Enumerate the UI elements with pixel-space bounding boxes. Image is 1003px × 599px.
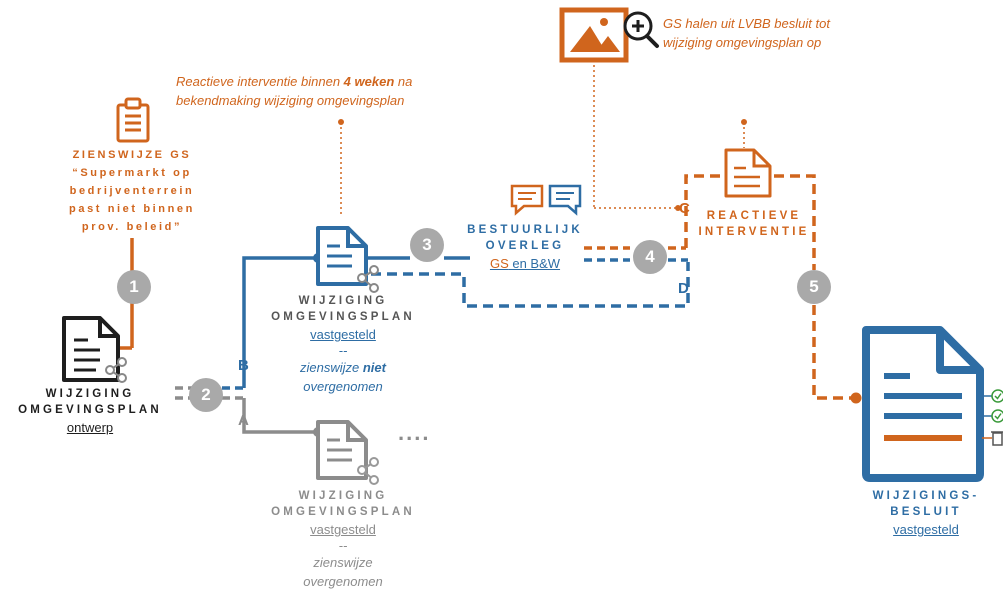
check-circle-icon [982, 389, 1003, 403]
document-share-icon [316, 420, 379, 485]
branch-label-d: D [678, 280, 689, 297]
plan-b-line2: OMGEVINGSPLAN [271, 311, 415, 323]
zienswijze-line4: prov. beleid” [81, 221, 183, 233]
overleg-rest: en B&W [508, 256, 561, 271]
zienswijze-title: ZIENSWIJZE GS [72, 149, 192, 161]
lvbb-note: GS halen uit LVBB besluit tot wijziging … [663, 14, 830, 52]
interventie-line1: REACTIEVE [706, 210, 802, 222]
overleg-parties-link[interactable]: GS en B&W [460, 254, 590, 273]
document-share-icon [62, 316, 127, 383]
document-icon [862, 326, 984, 482]
lvbb-note-line1: GS halen uit LVBB besluit tot [663, 16, 830, 31]
zienswijze-line3: past niet binnen [69, 203, 195, 215]
step-2-badge: 2 [189, 378, 223, 412]
trash-icon [982, 431, 1003, 446]
ontwerp-line1: WIJZIGING [45, 388, 135, 400]
continuation-ellipsis: .... [398, 420, 431, 445]
ontwerp-line2: OMGEVINGSPLAN [18, 404, 162, 416]
overleg-gs: GS [489, 256, 509, 271]
interventie-block: REACTIEVE INTERVENTIE [690, 208, 818, 240]
check-circle-icon [982, 409, 1003, 423]
plan-a-block: WIJZIGING OMGEVINGSPLAN vastgesteld -- z… [253, 488, 433, 591]
step-5-badge: 5 [797, 270, 831, 304]
speech-bubbles-icon [510, 184, 582, 216]
zienswijze-line2: bedrijventerrein [69, 185, 195, 197]
zienswijze-line1: “Supermarkt op [72, 167, 192, 179]
ontwerp-status-link[interactable]: ontwerp [66, 420, 114, 435]
reactive-note-after: na [394, 74, 413, 89]
step-3-badge: 3 [410, 228, 444, 262]
plan-a-note-line1: zienswijze [313, 555, 373, 570]
besluit-status-link[interactable]: vastgesteld [893, 522, 959, 537]
branch-label-a: A [238, 412, 249, 429]
image-zoom-icon [559, 7, 659, 63]
interventie-line2: INTERVENTIE [698, 226, 810, 238]
overleg-block: BESTUURLIJK OVERLEG GS en B&W [460, 222, 590, 273]
plan-a-line1: WIJZIGING [298, 490, 388, 502]
document-share-icon [316, 226, 379, 293]
plan-b-note-line2: overgenomen [303, 379, 383, 394]
lvbb-note-line2: wijziging omgevingsplan op [663, 35, 822, 50]
overleg-line2: OVERLEG [485, 240, 565, 252]
plan-b-line1: WIJZIGING [298, 295, 388, 307]
plan-a-status-link[interactable]: vastgesteld [310, 522, 376, 537]
plan-b-note-pre: zienswijze [300, 360, 363, 375]
reactive-note-line2: bekendmaking wijziging omgevingsplan [176, 93, 405, 108]
reactive-note: Reactieve interventie binnen 4 weken na … [176, 72, 412, 110]
ontwerp-block: WIJZIGING OMGEVINGSPLAN ontwerp [0, 386, 180, 437]
reactive-note-bold: 4 weken [343, 74, 395, 89]
clipboard-icon [116, 97, 150, 143]
step-4-badge: 4 [633, 240, 667, 274]
plan-a-line2: OMGEVINGSPLAN [271, 506, 415, 518]
step-1-badge: 1 [117, 270, 151, 304]
reactive-note-text: Reactieve interventie binnen [176, 74, 344, 89]
plan-a-note-line2: overgenomen [303, 574, 383, 589]
connectors [92, 60, 856, 434]
plan-b-block: WIJZIGING OMGEVINGSPLAN vastgesteld -- z… [253, 293, 433, 396]
plan-b-note: zienswijze niet [253, 358, 433, 377]
besluit-line1: WIJZIGINGS- [872, 490, 980, 502]
besluit-block: WIJZIGINGS- BESLUIT vastgesteld [862, 488, 990, 539]
plan-a-sep: -- [338, 538, 348, 553]
besluit-line2: BESLUIT [890, 506, 962, 518]
branch-label-c: C [679, 200, 690, 217]
plan-b-sep: -- [338, 343, 348, 358]
zienswijze-block: ZIENSWIJZE GS “Supermarkt op bedrijvente… [42, 146, 222, 236]
document-icon [724, 148, 772, 198]
plan-b-status-link[interactable]: vastgesteld [310, 327, 376, 342]
overleg-line1: BESTUURLIJK [467, 224, 583, 236]
branch-label-b: B [238, 357, 249, 374]
plan-b-note-bold: niet [362, 360, 386, 375]
